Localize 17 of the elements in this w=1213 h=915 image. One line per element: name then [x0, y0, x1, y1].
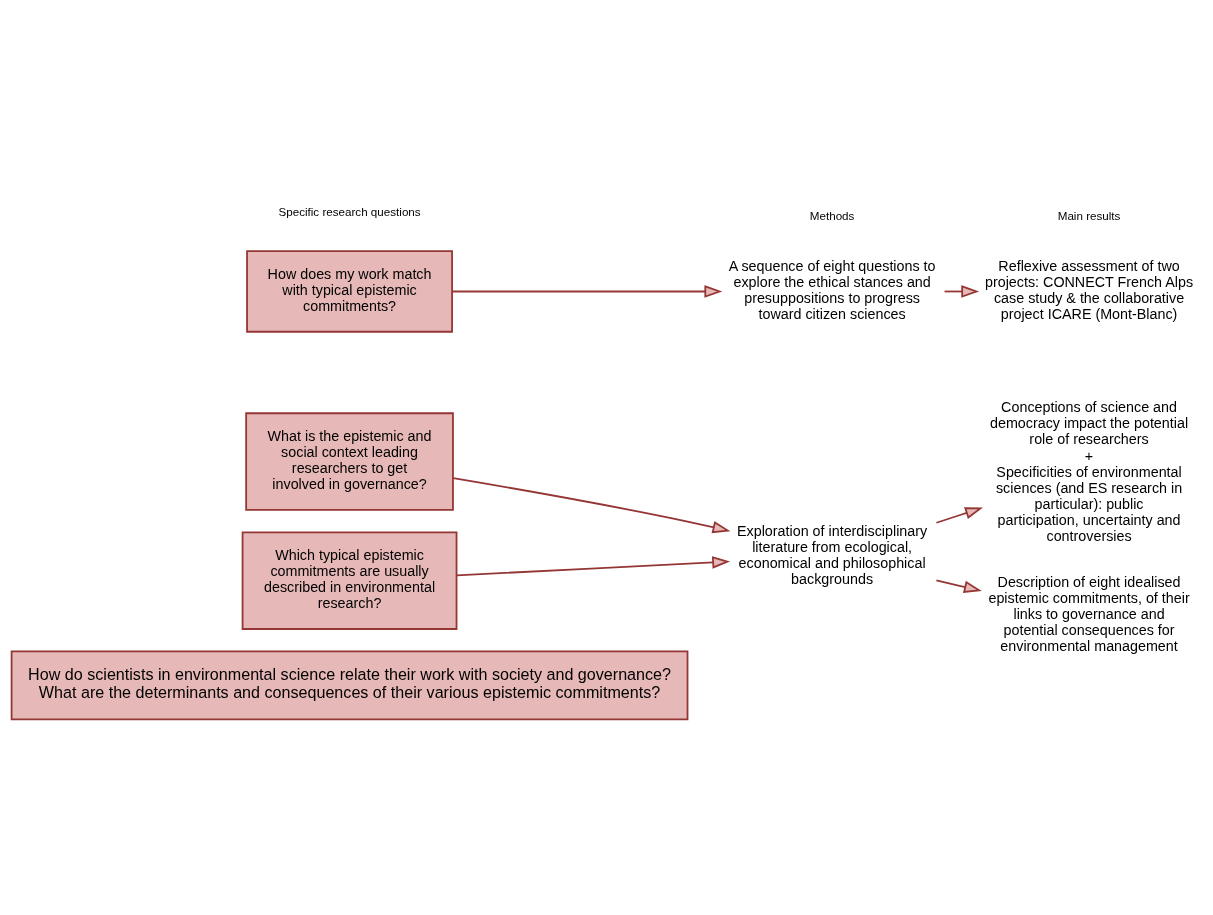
node-box: Which typical epistemic commitments are usually described in environmental research?	[241, 530, 458, 630]
node-box: How does my work match with typical epistemic commitments?	[246, 249, 453, 333]
node-box: How do scientists in environmental science relate their work with society and governance? What are the determinants and consequences of their various epistemic commitments?	[10, 650, 689, 720]
node-text: Exploration of interdisciplinary literature from ecological, economical and philosophical backgrounds	[737, 522, 928, 587]
arrow	[451, 284, 723, 298]
arrow	[452, 476, 731, 533]
arrow	[935, 506, 983, 524]
label: Specific research questions	[278, 204, 421, 218]
node-text: Conceptions of science and democracy impact the potential role of researchers + Specificities of environmental sciences (and ES research in particular): public participation, uncertainty and controversies	[990, 398, 1189, 544]
arrow	[455, 555, 731, 576]
label: Methods	[809, 208, 855, 222]
node-box: What is the epistemic and social context leading researchers to get involved in governance?	[245, 411, 454, 511]
node-text: Description of eight idealised epistemic commitments, of their links to governance and potential consequences for environmental management	[988, 573, 1190, 654]
label: Main results	[1057, 208, 1121, 222]
node-text: Reflexive assessment of two projects: CONNECT French Alps case study & the collaborative project ICARE (Mont-Blanc)	[984, 257, 1194, 322]
node-text: A sequence of eight questions to explore the ethical stances and presuppositions to progress toward citizen sciences	[728, 257, 936, 322]
arrow	[935, 579, 982, 593]
